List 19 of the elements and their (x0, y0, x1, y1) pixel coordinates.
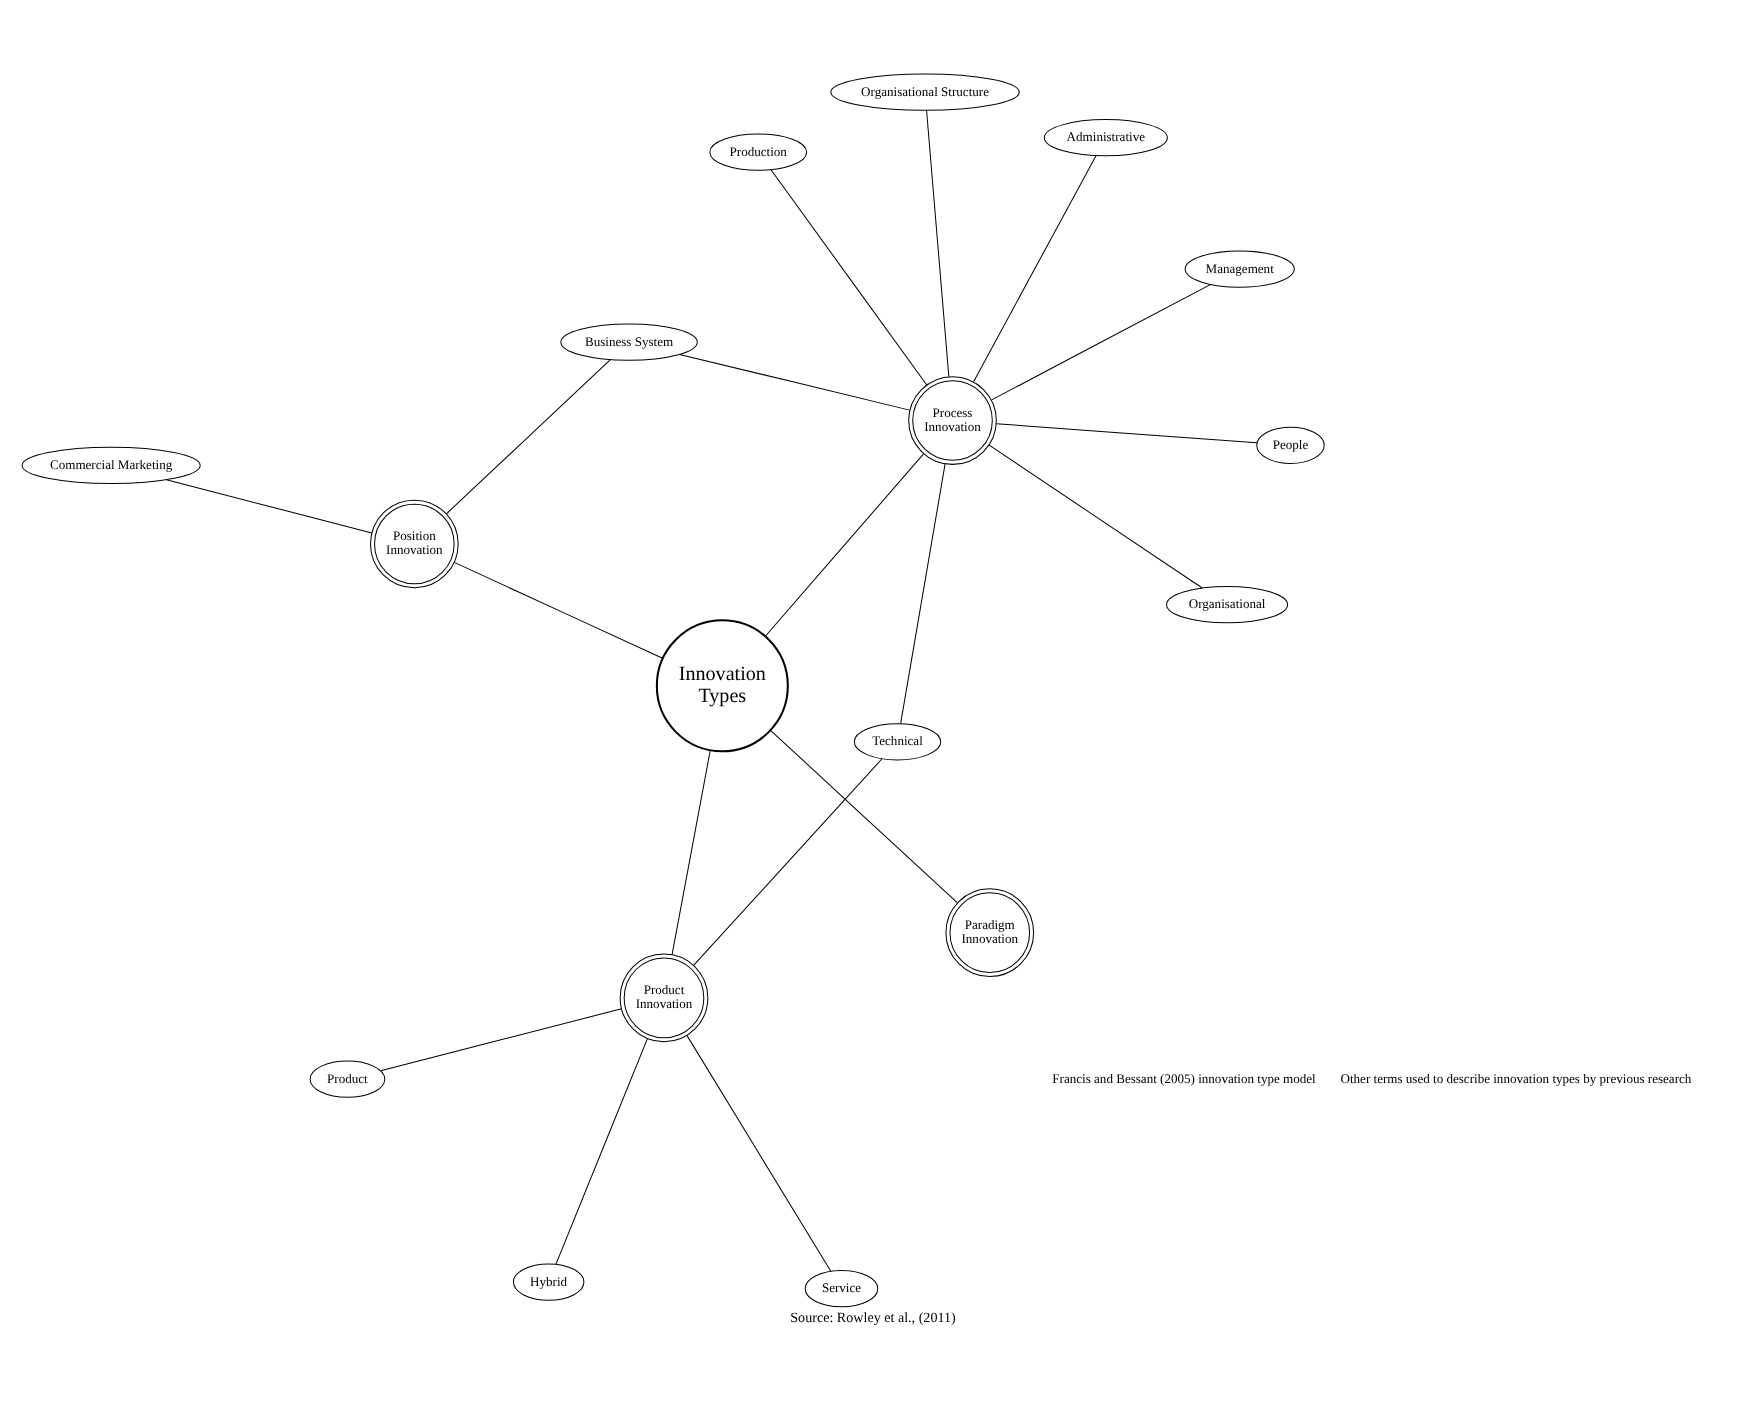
connector (670, 750, 710, 955)
connector (769, 169, 927, 386)
connector (990, 284, 1210, 401)
connector (899, 463, 945, 725)
connector (444, 359, 610, 515)
connector (763, 453, 924, 637)
connector (972, 155, 1096, 383)
connector (164, 479, 372, 534)
connector (692, 758, 882, 966)
connector (379, 1008, 621, 1072)
connector (987, 444, 1202, 589)
connector (678, 353, 910, 411)
connector (994, 423, 1257, 444)
connector (554, 1038, 647, 1265)
connector (925, 110, 949, 378)
node-circle: Innovation Types (654, 619, 788, 753)
connector (769, 730, 957, 904)
connector (452, 561, 663, 659)
connector (685, 1035, 831, 1272)
